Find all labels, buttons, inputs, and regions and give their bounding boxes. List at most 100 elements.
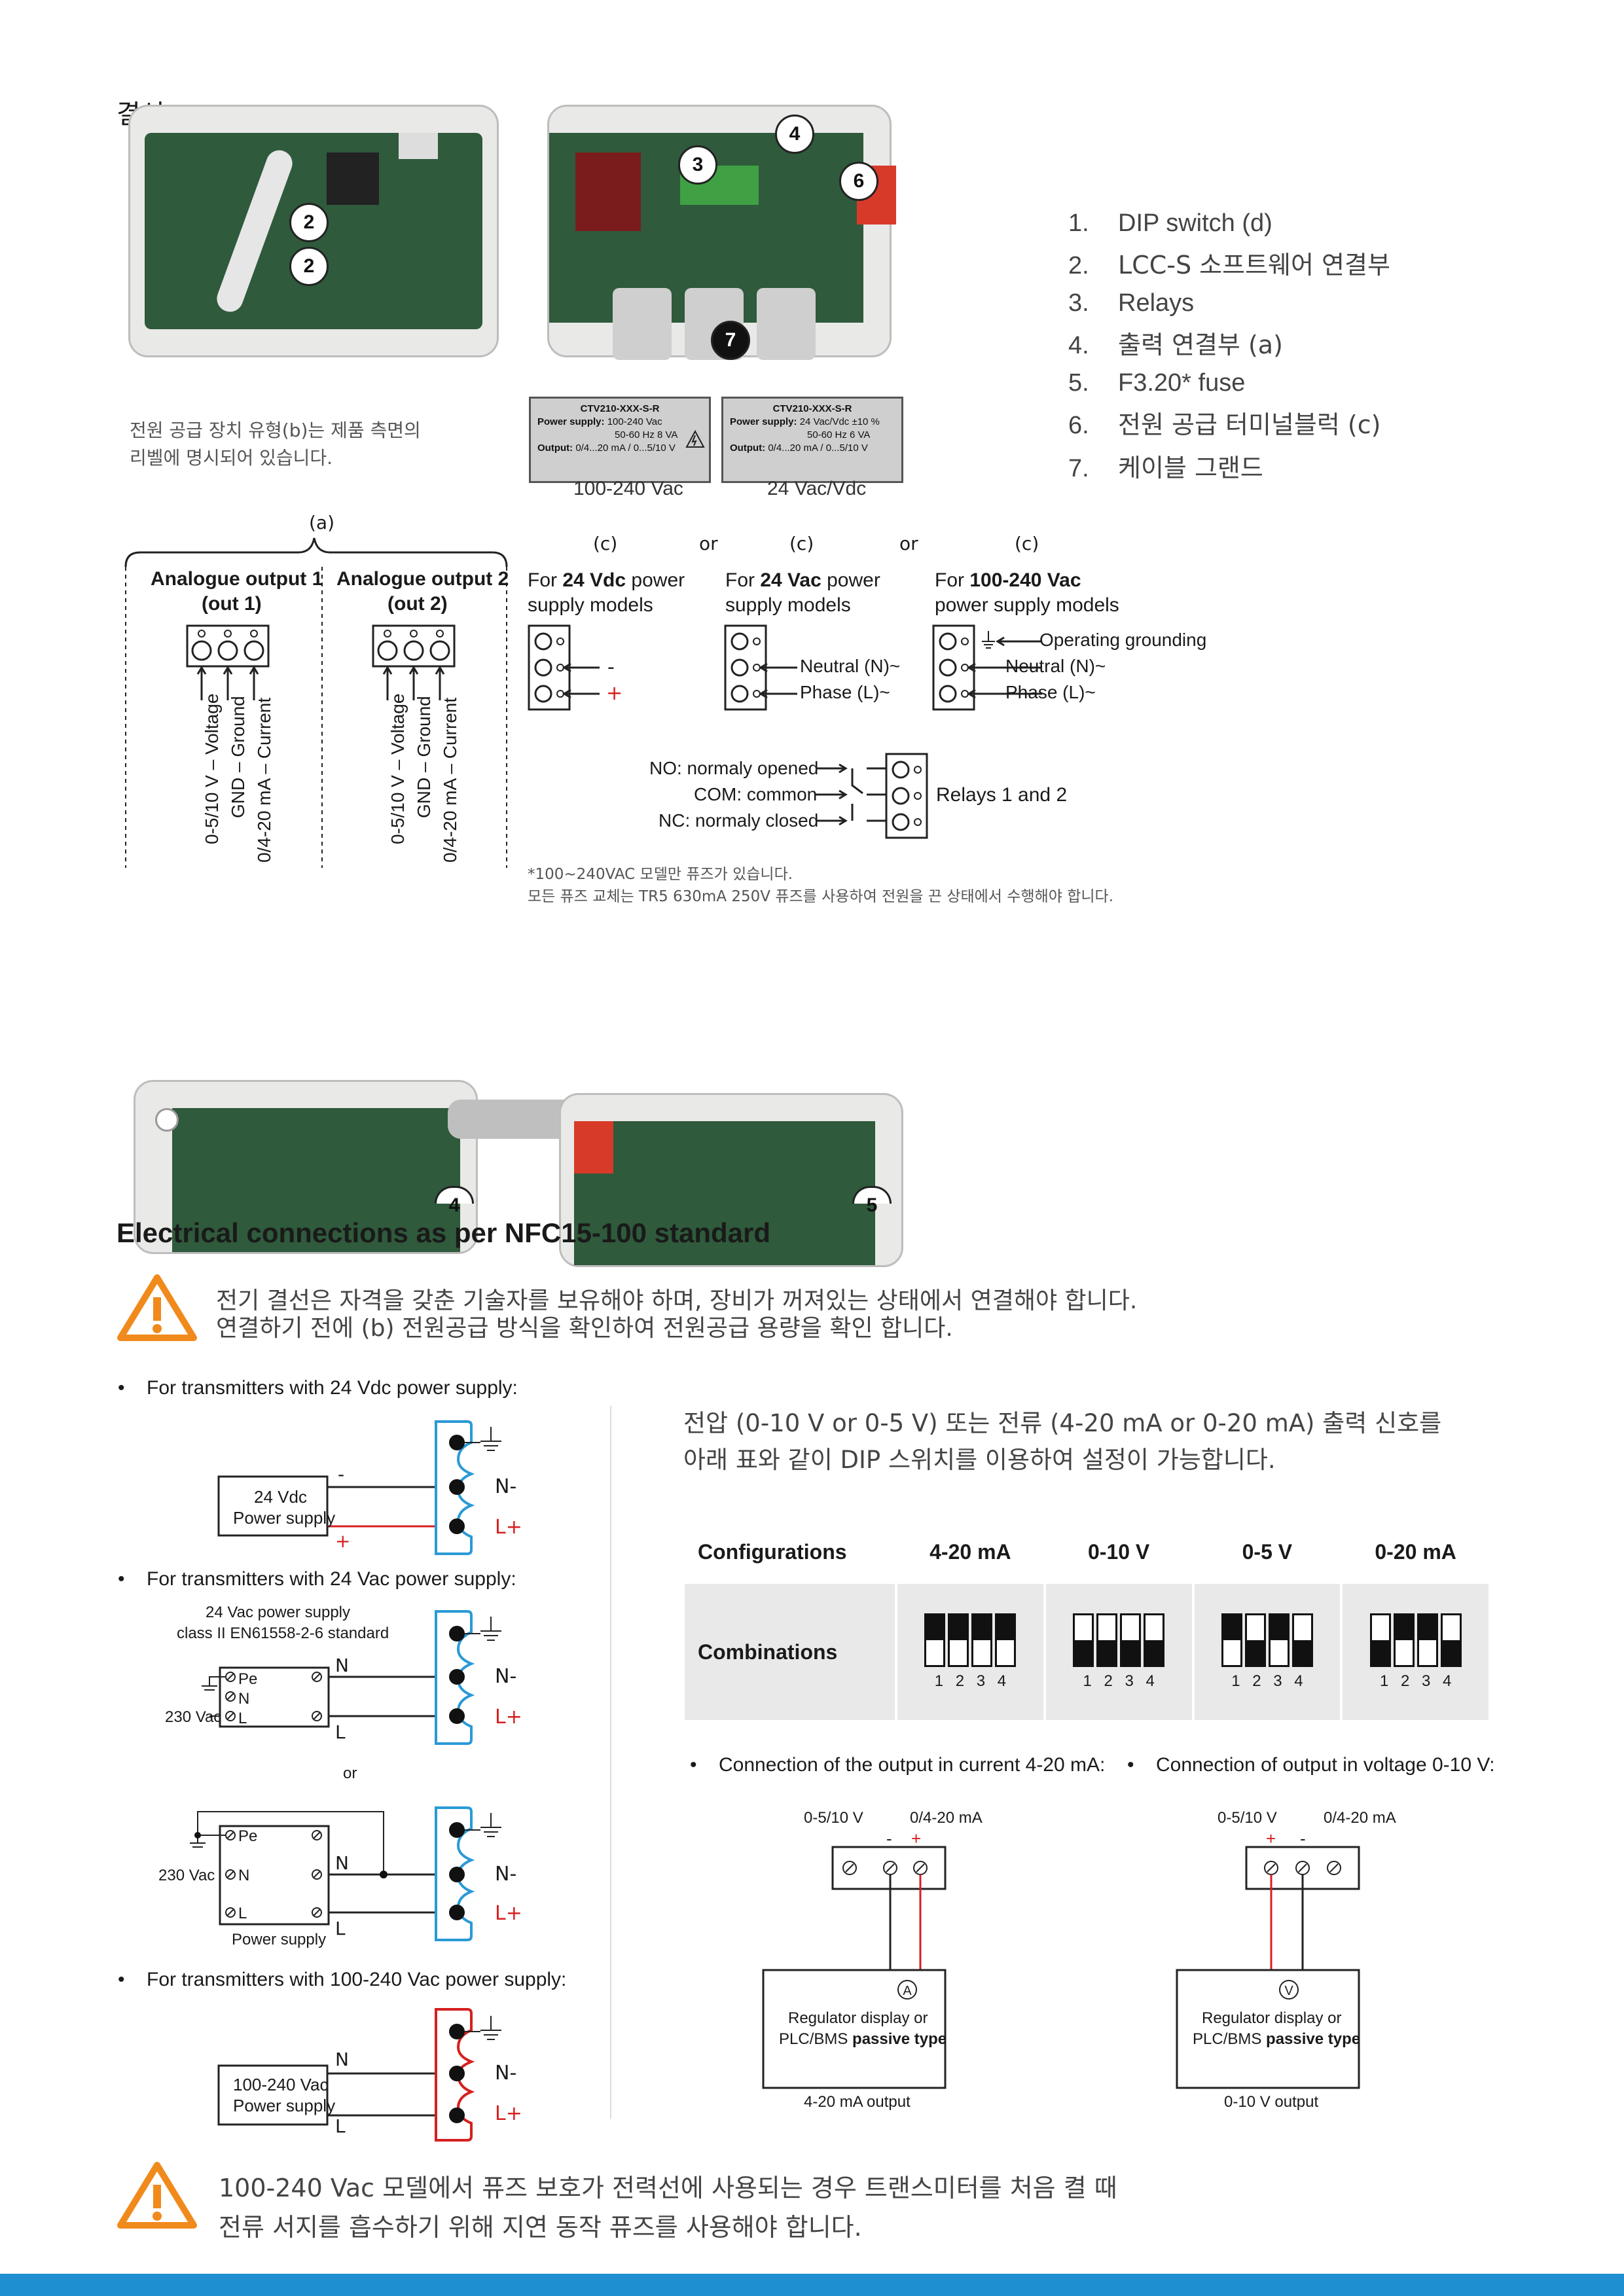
dc24-plus: + bbox=[335, 1530, 351, 1552]
ribbon-connector bbox=[399, 133, 438, 159]
supply3-pin-phase: Phase (L)~ bbox=[1005, 682, 1096, 702]
conn-current-label: •Connection of the output in current 4-2… bbox=[690, 1754, 1106, 1776]
dip-toggle bbox=[1096, 1613, 1118, 1667]
badge-4: 4 bbox=[775, 115, 814, 154]
out1-pin-current: 0/4-20 mA – Current bbox=[254, 697, 274, 863]
relay-pin-no: NO: normaly opened bbox=[649, 758, 819, 778]
bottom-color-bar bbox=[0, 2274, 1624, 2296]
voltage-term-label-v: 0-5/10 V bbox=[1218, 1809, 1277, 1827]
dip-number: 3 bbox=[1273, 1672, 1282, 1690]
supply-note-line1: 전원 공급 장치 유형(b)는 제품 측면의 bbox=[130, 420, 421, 441]
dip-toggle bbox=[1393, 1613, 1415, 1667]
dip-toggle bbox=[1369, 1613, 1391, 1667]
ac240-box-line2: Power supply bbox=[233, 2096, 336, 2115]
config-header: 0-10 V bbox=[1087, 1539, 1150, 1564]
supply1-title: For 24 Vdc power bbox=[528, 569, 685, 591]
voltage-wiring: + - V bbox=[1176, 1829, 1360, 2089]
column-divider bbox=[610, 1406, 611, 2119]
footer-warning-line1: 100-240 Vac 모델에서 퓨즈 보호가 전력선에 사용되는 경우 트랜스… bbox=[219, 2174, 1117, 2202]
supply1-terminal bbox=[528, 624, 600, 711]
ps230-terminal-l: L+ bbox=[495, 1902, 522, 1925]
dip-number: 3 bbox=[1421, 1672, 1431, 1690]
current-term-label-ma: 0/4-20 mA bbox=[910, 1809, 983, 1827]
enclosure-left-2 bbox=[134, 1080, 478, 1254]
footer-warning-line2: 전류 서지를 흡수하기 위해 지연 동작 퓨즈를 사용해야 합니다. bbox=[219, 2213, 862, 2242]
dip-toggle bbox=[1244, 1613, 1266, 1667]
ps230-letter-l: L bbox=[335, 1918, 346, 1939]
combinations-label: Combinations bbox=[685, 1584, 895, 1720]
rating-caption-100-240: 100-240 Vac bbox=[573, 478, 683, 499]
dip-number: 4 bbox=[1146, 1672, 1155, 1690]
ground-icon bbox=[465, 2016, 501, 2040]
dip-number: 4 bbox=[1442, 1672, 1452, 1690]
ac24-letter-n: N bbox=[335, 1655, 349, 1676]
current-reg-line2: PLC/BMS passive type bbox=[779, 2030, 947, 2048]
out1-pin-voltage: 0-5/10 V – Voltage bbox=[202, 693, 222, 844]
dip-number: 2 bbox=[1400, 1672, 1410, 1690]
ac240-terminal-n: N- bbox=[495, 2062, 517, 2085]
dip-number: 1 bbox=[1231, 1672, 1240, 1690]
supply3-pin-neutral: Neutral (N)~ bbox=[1005, 656, 1106, 676]
voltage-reg-line2: PLC/BMS passive type bbox=[1193, 2030, 1361, 2048]
list-item: 6.전원 공급 터미널블럭 (c) bbox=[1068, 410, 1381, 439]
current-term-label-v: 0-5/10 V bbox=[804, 1809, 863, 1827]
ac240-letter-l: L bbox=[335, 2115, 346, 2137]
ps230-caption: Power supply bbox=[232, 1931, 327, 1948]
dip-toggle bbox=[1144, 1613, 1165, 1667]
svg-text:-: - bbox=[1300, 1829, 1306, 1848]
out2-pin-voltage: 0-5/10 V – Voltage bbox=[388, 693, 408, 844]
current-wiring: -+ A bbox=[762, 1829, 947, 2089]
dip-number: 2 bbox=[955, 1672, 965, 1690]
voltmeter-icon: V bbox=[1284, 1984, 1293, 1998]
current-reg-line1: Regulator display or bbox=[788, 2009, 928, 2027]
or-1: or bbox=[699, 533, 718, 554]
ac24-terminal-n: N- bbox=[495, 1665, 517, 1688]
list-item: 3.Relays bbox=[1068, 289, 1195, 317]
intro-line1: 전압 (0-10 V or 0-5 V) 또는 전류 (4-20 mA or 0… bbox=[683, 1409, 1442, 1437]
voltage-term-label-ma: 0/4-20 mA bbox=[1324, 1809, 1396, 1827]
badge-5b: 5 bbox=[852, 1186, 892, 1216]
dc24-box-line2: Power supply bbox=[233, 1508, 336, 1528]
warning-line1: 전기 결선은 자격을 갖춘 기술자를 보유해야 하며, 장비가 꺼져있는 상태에… bbox=[216, 1287, 1138, 1314]
relay-pin-nc: NC: normaly closed bbox=[659, 810, 819, 831]
warning-line2: 연결하기 전에 (b) 전원공급 방식을 확인하여 전원공급 용량을 확인 합니… bbox=[216, 1315, 953, 1342]
ammeter-icon: A bbox=[903, 1984, 912, 1998]
supply1-line2: supply models bbox=[528, 594, 653, 616]
supply2-pin-phase: Phase (L)~ bbox=[800, 682, 890, 702]
device-photo-top bbox=[128, 105, 896, 367]
wiring-24vac bbox=[202, 1610, 501, 1745]
ground-icon bbox=[982, 631, 995, 649]
supply3-terminal bbox=[932, 624, 1042, 711]
ac240-terminal-l: L+ bbox=[495, 2102, 522, 2125]
dip-number: 2 bbox=[1252, 1672, 1261, 1690]
rating-caption-24: 24 Vac/Vdc bbox=[767, 478, 867, 499]
dip-number: 3 bbox=[976, 1672, 986, 1690]
badge-3: 3 bbox=[678, 145, 717, 185]
dip-toggle bbox=[948, 1613, 969, 1667]
rating-label-24: CTV210-XXX-S-R Power supply: 24 Vac/Vdc … bbox=[721, 397, 903, 483]
dc24-box-line1: 24 Vdc bbox=[254, 1487, 307, 1507]
wiring-24vdc bbox=[217, 1420, 501, 1555]
config-header: 0-5 V bbox=[1242, 1539, 1293, 1564]
voltage-reg-line1: Regulator display or bbox=[1202, 2009, 1342, 2027]
dip-number: 4 bbox=[997, 1672, 1007, 1690]
supply2-terminal bbox=[724, 624, 797, 711]
list-item: 4.출력 연결부 (a) bbox=[1068, 331, 1283, 359]
badge-2b: 2 bbox=[289, 247, 329, 286]
ac240-letter-n: N bbox=[335, 2049, 349, 2070]
supply3-line2: power supply models bbox=[935, 594, 1119, 616]
supply1-pin-minus: - bbox=[607, 656, 615, 679]
intro-line2: 아래 표와 같이 DIP 스위치를 이용하여 설정이 가능합니다. bbox=[683, 1446, 1276, 1474]
svg-text:+: + bbox=[1266, 1829, 1276, 1848]
fuse-note-1: *100~240VAC 모델만 퓨즈가 있습니다. bbox=[528, 866, 793, 883]
output1-sub: (out 1) bbox=[202, 593, 262, 615]
ps230-230: 230 Vac bbox=[158, 1867, 215, 1884]
badge-6: 6 bbox=[839, 162, 878, 201]
supply3-title: For 100-240 Vac bbox=[935, 569, 1081, 591]
ground-icon bbox=[465, 1813, 501, 1837]
relay-pin-com: COM: common bbox=[694, 784, 818, 804]
